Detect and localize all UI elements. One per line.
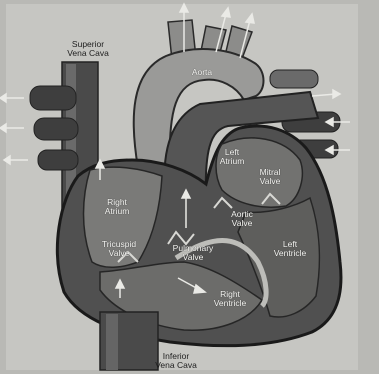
label-left-atrium: Left Atrium bbox=[214, 148, 250, 166]
label-superior-vena-cava: Superior Vena Cava bbox=[58, 40, 118, 58]
label-mitral-valve: Mitral Valve bbox=[250, 168, 290, 186]
label-right-ventricle: Right Ventricle bbox=[206, 290, 254, 308]
label-tricuspid-valve: Tricuspid Valve bbox=[96, 240, 142, 258]
label-left-ventricle: Left Ventricle bbox=[268, 240, 312, 258]
label-inferior-vena-cava: Inferior Vena Cava bbox=[146, 352, 206, 370]
label-pulmonary-valve: Pulmonary Valve bbox=[168, 244, 218, 262]
label-aorta: Aorta bbox=[182, 68, 222, 77]
label-aortic-valve: Aortic Valve bbox=[222, 210, 262, 228]
label-right-atrium: Right Atrium bbox=[96, 198, 138, 216]
